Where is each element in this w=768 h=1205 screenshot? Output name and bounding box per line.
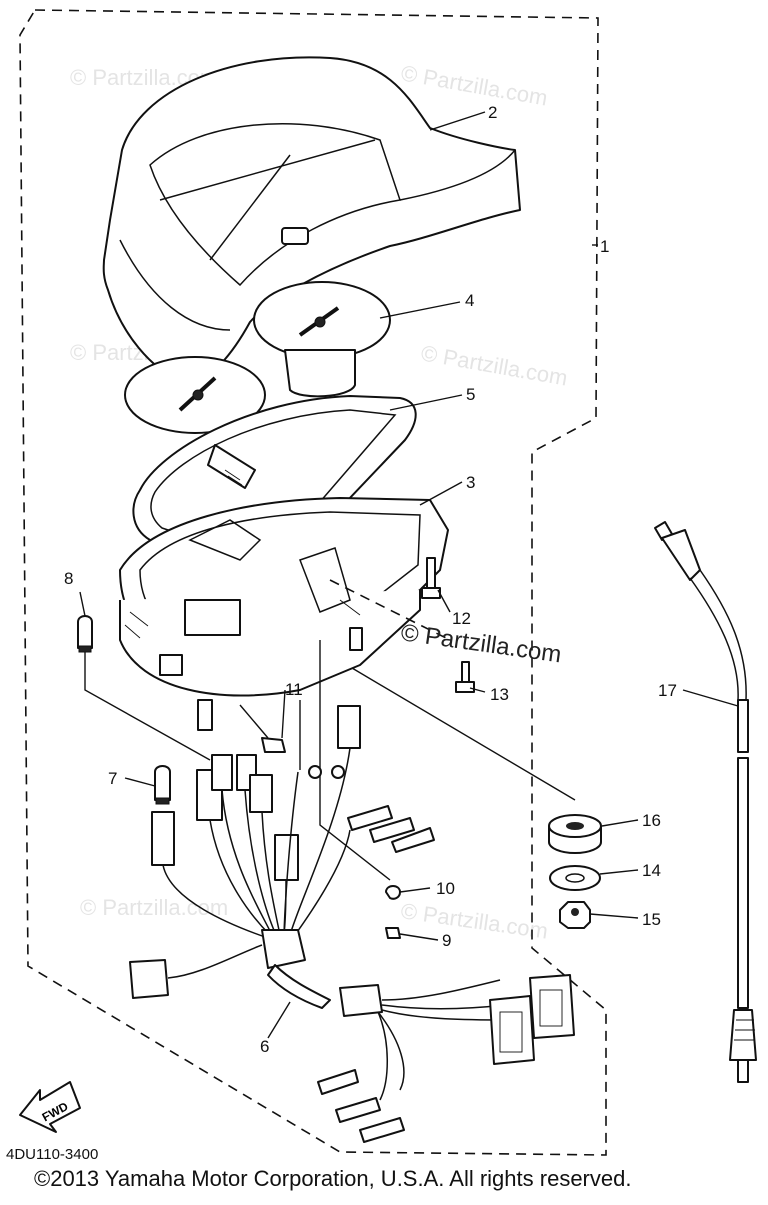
bulb-part-8 [77,615,211,761]
callout-10: 10 [436,879,455,898]
callout-14: 14 [642,861,661,880]
watermark: © Partzilla.com [399,60,549,110]
callout-8: 8 [64,569,73,588]
callout-13: 13 [490,685,509,704]
screw-part-9 [385,927,401,939]
wire-harness-part [129,705,575,1143]
leader-16 [351,667,576,801]
callout-3: 3 [466,473,475,492]
bolt-part-12 [421,557,441,599]
bulb-part-7 [154,765,171,805]
copyright-footer: ©2013 Yamaha Motor Corporation, U.S.A. A… [34,1166,632,1191]
callout-9: 9 [442,931,451,950]
meter-case-part [119,497,449,731]
speedometer-cable-part [654,521,757,1083]
watermark-center: © Partzilla.com [399,619,563,668]
callout-7: 7 [108,769,117,788]
callout-5: 5 [466,385,475,404]
washer-part-14 [549,865,601,891]
callout-11: 11 [285,680,303,699]
watermark: © Partzilla.com [419,340,569,390]
meter-dial-part [124,281,391,434]
fwd-arrow-icon: FWD [19,1081,81,1133]
leader-10 [319,640,391,881]
callout-2: 2 [488,103,497,122]
watermark: © Partzilla.com [80,895,228,920]
callout-15: 15 [642,910,661,929]
washer-part-10 [385,885,401,900]
callout-17: 17 [658,681,677,700]
callout-16: 16 [642,811,661,830]
callout-12: 12 [452,609,471,628]
callout-labels: 2 1 4 5 3 8 12 13 11 17 7 16 14 10 15 9 … [64,103,677,1056]
assembly-boundary [19,9,607,1156]
meter-cover-part [102,56,521,386]
screw-part-13 [455,661,475,693]
hidden-line [329,579,451,641]
callout-leaders [79,111,739,1039]
nut-part-15 [559,901,591,929]
callout-4: 4 [465,291,474,310]
diagram-code: 4DU110-3400 [6,1146,99,1163]
callout-1: 1 [600,237,609,256]
grommet-part-16 [548,814,602,854]
callout-6: 6 [260,1037,269,1056]
gasket-part [132,395,417,556]
screw-part-11 [239,704,286,753]
